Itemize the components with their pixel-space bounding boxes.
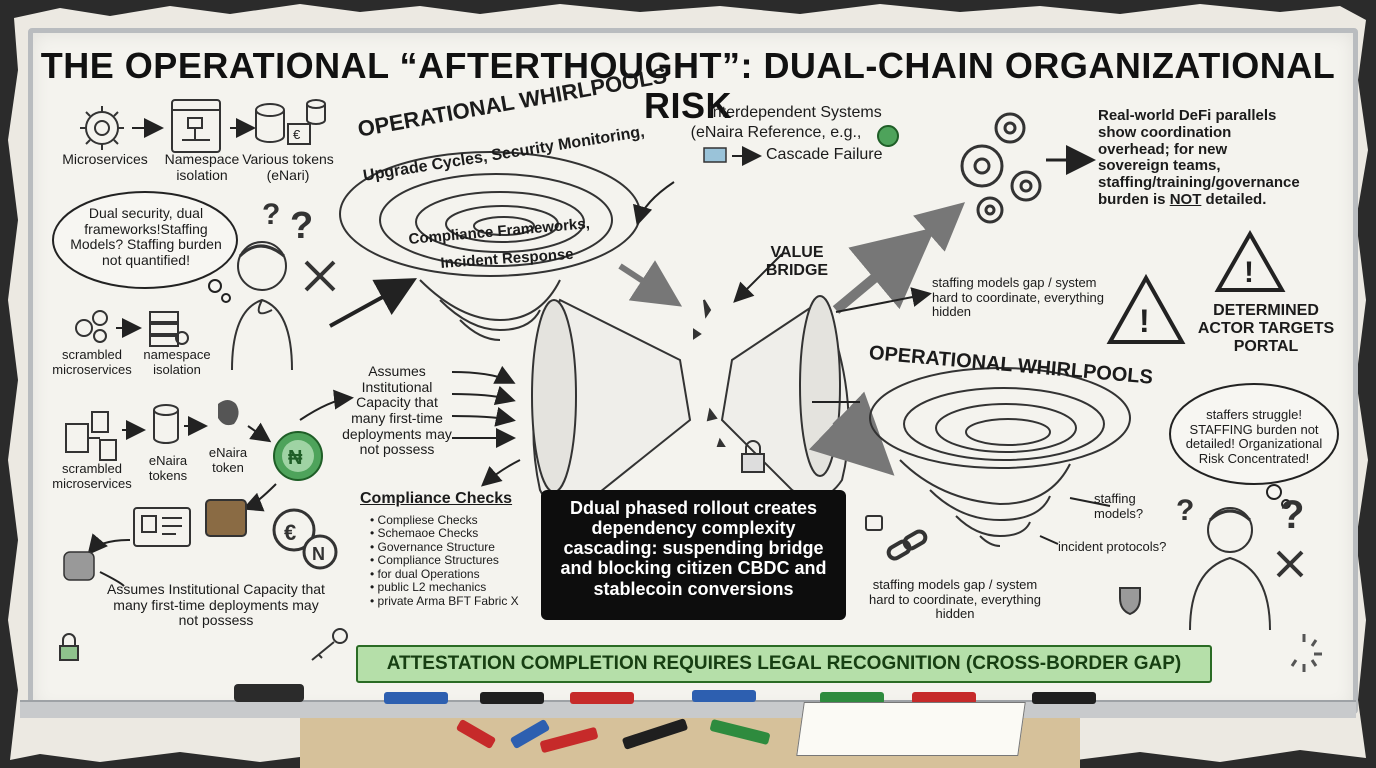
svg-text:?: ? [262, 198, 280, 231]
svg-text:?: ? [290, 205, 313, 247]
staffing-models-question: staffing models? [1094, 492, 1154, 521]
svg-text:?: ? [1280, 493, 1304, 537]
staffing-gap-top: staffing models gap / system hard to coo… [932, 276, 1122, 320]
svg-text:!: ! [1139, 303, 1150, 339]
left-bubble-text: Dual security, dual frameworks!Staffing … [64, 206, 228, 269]
compliance-item: • Compliese Checks [360, 514, 540, 527]
browser-window-icon [172, 100, 220, 152]
map-icon [218, 400, 239, 425]
lock-icon-left [60, 634, 78, 660]
compliance-list: • Compliese Checks • Schemaoe Checks • G… [360, 514, 540, 608]
svg-text:?: ? [1176, 494, 1194, 527]
right-bubble-text: staffers struggle! STAFFING burden not d… [1178, 408, 1330, 466]
code-icon [866, 516, 882, 530]
compliance-item: • Schemaoe Checks [360, 527, 540, 540]
scrambled-microservices-label: scrambled microservices [44, 348, 140, 377]
warning-triangle-icon-1: ! [1218, 234, 1282, 290]
compliance-item: • Governance Structure [360, 541, 540, 554]
svg-text:₦: ₦ [288, 447, 303, 469]
bridge-cone-left [532, 300, 690, 513]
determined-actor-label: DETERMINED ACTOR TARGETS PORTAL [1186, 302, 1346, 356]
bridge-cracks [694, 300, 724, 446]
id-card-icon [134, 508, 190, 546]
gear-icon [80, 106, 124, 150]
value-bridge-label: VALUE BRIDGE [762, 244, 832, 280]
loading-spinner-icon [1292, 634, 1322, 672]
dependency-callout-text: Ddual phased rollout creates dependency … [551, 498, 836, 599]
attestation-banner: ATTESTATION COMPLETION REQUIRES LEGAL RE… [356, 645, 1212, 683]
compliance-item: • Compliance Structures [360, 554, 540, 567]
scrambled-microservices-label-2: scrambled microservices [44, 462, 140, 491]
flag-icon [704, 148, 726, 162]
interdependent-line1: Interdependent Systems [680, 104, 910, 122]
whirlpool-bottom [870, 368, 1130, 546]
interdependent-line3: Cascade Failure [766, 146, 883, 164]
interdependent-line2: (eNaira Reference, e.g., [676, 124, 876, 142]
chain-link-icon [886, 529, 927, 560]
microservices-label: Microservices [52, 152, 158, 168]
database-icon-2 [154, 405, 178, 443]
enaira-coin-icon: ₦ [274, 432, 322, 480]
key-icon [312, 629, 347, 660]
tokens-label: Various tokens (eNari) [238, 152, 338, 183]
svg-text:€: € [284, 520, 296, 545]
compliance-item: • private Arma BFT Fabric X [360, 595, 540, 608]
right-top-emph: NOT [1170, 191, 1202, 208]
svg-text:!: ! [1244, 256, 1254, 289]
left-assumes-text: Assumes Institutional Capacity that many… [106, 582, 326, 629]
documents-icon [66, 412, 116, 460]
confused-person-left [232, 242, 292, 370]
robot-icon [64, 552, 94, 580]
svg-text:€: € [293, 127, 301, 142]
gears-small-icon [76, 311, 107, 342]
confused-person-right [1190, 508, 1270, 630]
database-icon: € [256, 100, 325, 144]
attestation-banner-text: ATTESTATION COMPLETION REQUIRES LEGAL RE… [358, 653, 1210, 674]
right-top-after: detailed. [1201, 191, 1266, 208]
server-icon [150, 312, 188, 346]
enaira-ref-icon [878, 126, 898, 146]
staffing-gap-bottom: staffing models gap / system hard to coo… [860, 578, 1050, 622]
dependency-callout: Ddual phased rollout creates dependency … [541, 490, 846, 620]
namespace-label: Namespace isolation [160, 152, 244, 183]
compliance-item: • public L2 mechanics [360, 581, 540, 594]
wallet-icon [206, 500, 246, 536]
svg-text:N: N [312, 544, 325, 564]
enaira-tokens-label: eNaira tokens [140, 454, 196, 483]
compliance-item: • for dual Operations [360, 568, 540, 581]
center-assumes-text: Assumes Institutional Capacity that many… [342, 364, 452, 458]
gears-cluster-icon [962, 114, 1040, 222]
compliance-heading: Compliance Checks [360, 490, 512, 508]
shield-icon [1120, 588, 1140, 614]
incident-protocols-question: incident protocols? [1058, 540, 1166, 555]
enaira-token-label: eNaira token [198, 446, 258, 475]
namespace-isolation-label: namespace isolation [132, 348, 222, 377]
right-top-text: Real-world DeFi parallels show coordinat… [1098, 108, 1298, 209]
